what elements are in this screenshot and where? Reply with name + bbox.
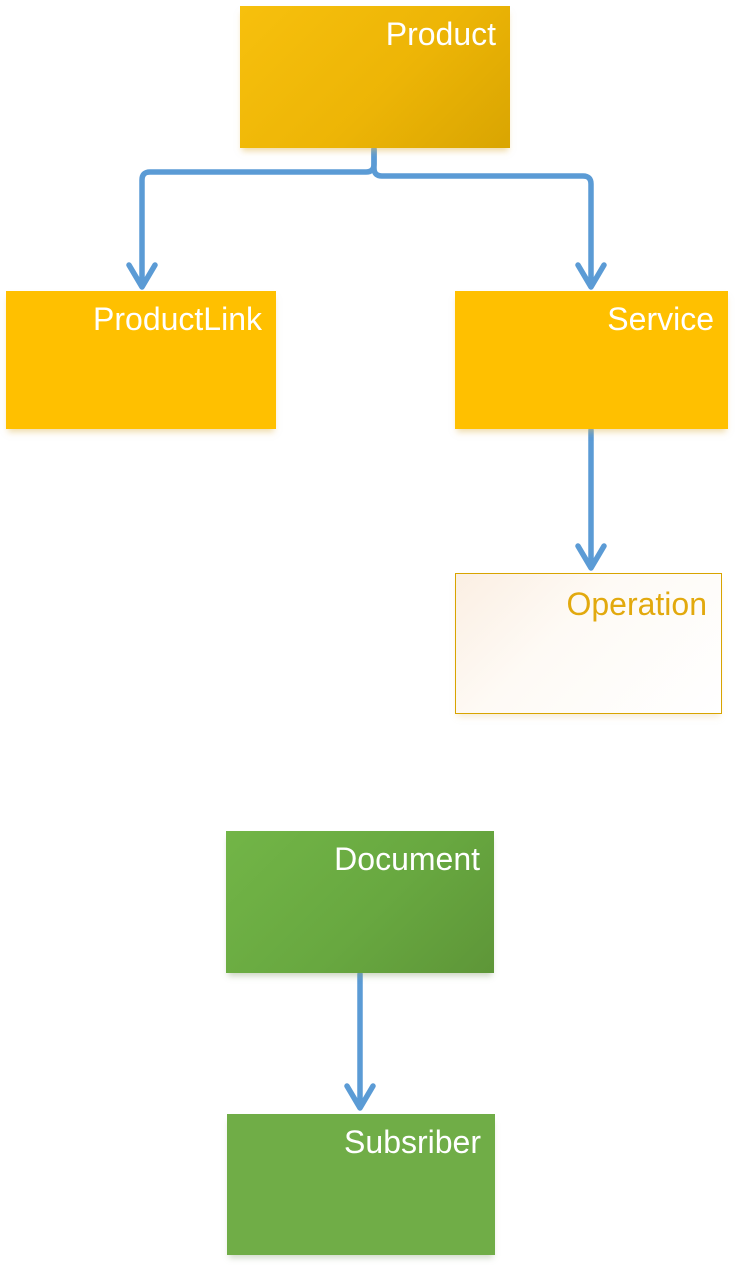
edge-document-subsriber [344,971,376,1111]
node-document-label: Document [334,841,480,877]
edge-product-service [371,146,607,290]
edge-product-productlink [126,146,377,290]
edge-service-operation [575,427,607,571]
node-subsriber: Subsriber [227,1114,495,1255]
node-document: Document [226,831,494,973]
node-service: Service [455,291,728,429]
node-product-label: Product [385,16,496,52]
node-service-label: Service [607,301,714,337]
node-productlink: ProductLink [6,291,276,429]
node-operation-label: Operation [566,586,707,622]
node-operation: Operation [455,573,722,714]
node-product: Product [240,6,510,148]
node-subsriber-label: Subsriber [344,1124,481,1160]
node-productlink-label: ProductLink [93,301,262,337]
